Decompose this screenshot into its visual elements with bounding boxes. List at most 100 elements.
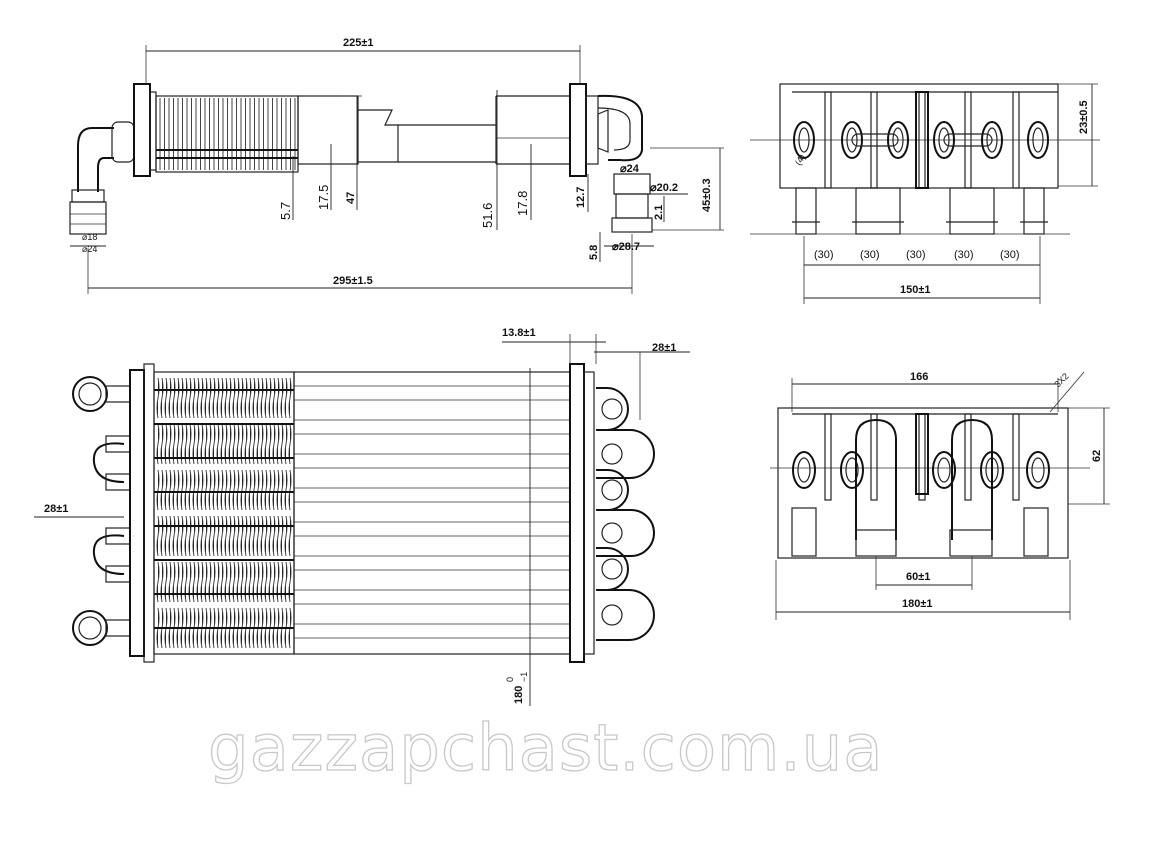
return-bend xyxy=(596,429,655,479)
tube-section xyxy=(964,413,972,501)
fin-wave xyxy=(168,469,172,511)
end-view-bottom: 166 3X2 62 60±1 180±1 xyxy=(770,371,1110,620)
fin-wave xyxy=(236,515,240,557)
bend-ring xyxy=(601,443,623,465)
bend-ring xyxy=(601,558,623,580)
bottom-fitting xyxy=(855,187,901,235)
watermark: gazzapchast.com.ua xyxy=(208,712,883,786)
fin-wave xyxy=(272,469,276,511)
dim-295: 295±1.5 xyxy=(333,275,373,287)
fin-wave xyxy=(156,377,160,419)
fin-wave xyxy=(256,377,260,419)
front-left-plate xyxy=(129,369,145,657)
fin-wave xyxy=(192,561,196,603)
fin-wave xyxy=(172,515,176,557)
fin-wave xyxy=(228,515,232,557)
fin-wave xyxy=(204,561,208,603)
fin-wave xyxy=(260,515,264,557)
fin-wave xyxy=(208,561,212,603)
bend-fitting xyxy=(949,529,993,557)
fin-wave xyxy=(200,561,204,603)
fin-wave xyxy=(216,515,220,557)
center-tube xyxy=(915,91,929,189)
fin-wave xyxy=(284,377,288,419)
fin-wave xyxy=(264,377,268,419)
fin-wave xyxy=(264,561,268,603)
fin-pack-front xyxy=(156,377,292,649)
tube-section xyxy=(870,413,878,501)
front-tubes xyxy=(154,385,570,639)
fin-wave xyxy=(228,377,232,419)
fin-wave xyxy=(244,561,248,603)
fin-wave xyxy=(168,515,172,557)
pipe-end xyxy=(981,121,1003,159)
fin-wave xyxy=(252,515,256,557)
fin-wave xyxy=(288,515,292,557)
right-cone xyxy=(597,109,609,153)
dim-13-8: 13.8±1 xyxy=(502,327,536,339)
front-view: 13.8±1 28±1 28±1 180 0 −1 xyxy=(34,327,690,706)
fin-block-top xyxy=(156,98,298,170)
fin-wave xyxy=(164,515,168,557)
fin-wave xyxy=(240,377,244,419)
fin-wave xyxy=(176,377,180,419)
bottom-fitting xyxy=(949,187,995,235)
fin-wave xyxy=(200,377,204,419)
bend-ring xyxy=(601,604,623,626)
fin-wave xyxy=(260,561,264,603)
tube-section xyxy=(1012,413,1020,501)
return-bend xyxy=(596,509,655,557)
dim-45: 45±0.3 xyxy=(701,178,713,212)
bend-ring xyxy=(601,479,623,501)
fin-wave xyxy=(188,561,192,603)
dim-3x2: 3X2 xyxy=(1052,371,1070,389)
fin-wave xyxy=(284,469,288,511)
u-bend-right xyxy=(951,418,993,540)
fin-wave xyxy=(172,561,176,603)
fin-wave xyxy=(240,515,244,557)
end-bottom-body xyxy=(777,407,1069,559)
fin-wave xyxy=(224,377,228,419)
fin-wave xyxy=(232,515,236,557)
fin-wave xyxy=(168,561,172,603)
fin-wave xyxy=(196,561,200,603)
bend-ring xyxy=(601,398,623,420)
fin-wave xyxy=(168,377,172,419)
fin-wave xyxy=(224,561,228,603)
fin-wave xyxy=(268,469,272,511)
dim-17-5: 17.5 xyxy=(316,185,331,210)
fin-wave xyxy=(200,515,204,557)
dim-28-right: 28±1 xyxy=(652,342,676,354)
fin-wave xyxy=(268,561,272,603)
fin-wave xyxy=(276,377,280,419)
fin-wave xyxy=(164,561,168,603)
fin-wave xyxy=(156,469,160,511)
fin-wave xyxy=(272,515,276,557)
return-bend xyxy=(596,547,629,591)
fin-wave xyxy=(184,377,188,419)
small-dim-a: ⌀18 xyxy=(82,232,97,242)
fin-wave xyxy=(188,377,192,419)
fin-wave xyxy=(192,515,196,557)
dim-47: 47 xyxy=(345,192,357,204)
left-bend-2 xyxy=(92,534,125,575)
left-socket xyxy=(69,201,107,235)
fin-wave xyxy=(240,469,244,511)
fin-wave xyxy=(212,377,216,419)
fin-wave xyxy=(212,469,216,511)
left-ring-bottom xyxy=(72,610,108,646)
fin-wave xyxy=(288,561,292,603)
fin-wave xyxy=(196,515,200,557)
fin-wave xyxy=(252,561,256,603)
fin-wave xyxy=(264,515,268,557)
fin-wave xyxy=(164,469,168,511)
fin-wave xyxy=(244,469,248,511)
bend-ring xyxy=(601,522,623,544)
fin-wave xyxy=(204,377,208,419)
right-fitting-top xyxy=(613,173,651,195)
dim-2-1: 2.1 xyxy=(653,205,665,220)
spacing-1: (30) xyxy=(814,249,834,261)
rot-label: (4) xyxy=(793,152,807,167)
pipe-end xyxy=(1026,451,1050,489)
dim-180-up: 0 xyxy=(505,677,515,682)
